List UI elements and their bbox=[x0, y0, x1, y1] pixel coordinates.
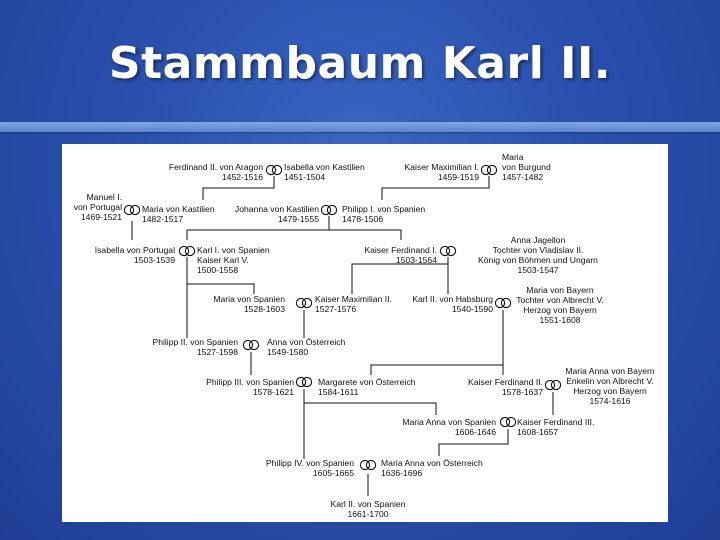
marriage-ring-philipp2-anna bbox=[242, 339, 260, 351]
person-johanna-kastilien: Johanna von Kastilien 1479-1555 bbox=[234, 204, 319, 224]
person-philipp-i: Philipp I. von Spanien 1478-1506 bbox=[342, 204, 426, 224]
marriage-ring-mariaanna-ferdinand3 bbox=[499, 416, 517, 428]
person-isabella-kastilien: Isabella von Kastilien 1451-1504 bbox=[284, 162, 365, 182]
person-anna-jagellon: Anna Jagellon Tochter von Vladislav II. … bbox=[478, 235, 598, 275]
marriage-ring-maximilian-maria bbox=[480, 164, 498, 176]
line-ferdinand1-children bbox=[351, 257, 449, 294]
person-manuel-i: Manuel I. von Portugal 1469-1521 bbox=[73, 192, 122, 222]
person-philipp-iv: Philipp IV. von Spanien 1605-1665 bbox=[265, 458, 354, 478]
marriage-ring-philipp3-margarete bbox=[295, 376, 313, 388]
person-philipp-iii: Philipp III. von Spanien 1578-1621 bbox=[206, 377, 294, 397]
person-anna-oesterreich: Anna von Österreich 1549-1580 bbox=[267, 337, 346, 357]
slide-title: Stammbaum Karl II. bbox=[108, 38, 612, 89]
marriage-ring-isabella-karl bbox=[178, 245, 196, 257]
person-margarete-oesterreich: Margarete von Österreich 1584-1611 bbox=[318, 377, 416, 397]
person-karl-ii-habsburg: Karl II. von Habsburg 1540-1590 bbox=[412, 294, 493, 314]
person-philipp-ii: Philipp II. von Spanien 1527-1598 bbox=[152, 337, 238, 357]
title-divider bbox=[0, 122, 720, 132]
person-maria-anna-oesterreich: Maria Anna von Österreich 1636-1696 bbox=[381, 458, 483, 478]
person-ferdinand-i: Kaiser Ferdinand I. 1503-1564 bbox=[364, 245, 437, 265]
marriage-ring-ferdinand-isabella bbox=[265, 164, 283, 176]
person-maria-anna-spanien: Maria Anna von Spanien 1606-1646 bbox=[402, 417, 496, 437]
person-isabella-portugal: Isabella von Portugal 1503-1539 bbox=[94, 245, 175, 265]
line-ferdinand-isabella-children bbox=[202, 176, 275, 200]
marriage-ring-ferdinand2-mariaanna bbox=[544, 379, 562, 391]
line-karl2habsburg-children bbox=[370, 310, 504, 375]
marriage-ring-manuel-maria bbox=[123, 204, 141, 216]
person-maria-anna-bayern: Maria Anna von Bayern Enkelin von Albrec… bbox=[565, 366, 655, 406]
line-johanna-philipp-children bbox=[186, 216, 402, 240]
marriage-ring-johanna-philipp bbox=[320, 204, 338, 216]
person-maria-burgund: Maria von Burgund 1457-1482 bbox=[502, 152, 551, 182]
marriage-ring-ferdinand1-anna bbox=[439, 245, 457, 257]
person-maria-bayern: Maria von Bayern Tochter von Albrecht V.… bbox=[516, 285, 604, 325]
person-karl-ii-spanien: Karl II. von Spanien 1661-1700 bbox=[330, 499, 406, 519]
marriage-ring-philipp4-mariaanna bbox=[359, 459, 377, 471]
person-ferdinand-iii: Kaiser Ferdinand III. 1608-1657 bbox=[517, 417, 595, 437]
person-maria-spanien: Maria von Spanien 1528-1603 bbox=[213, 294, 285, 314]
line-karl-children bbox=[186, 257, 255, 338]
person-maximilian-ii: Kaiser Maximilian II. 1527-1576 bbox=[315, 294, 392, 314]
person-karl-i: Karl I. von Spanien Kaiser Karl V. 1500-… bbox=[197, 245, 270, 275]
person-maximilian-i: Kaiser Maximilian I. 1459-1519 bbox=[404, 162, 480, 182]
person-maria-kastilien: Maria von Kastilien 1482-1517 bbox=[142, 204, 215, 224]
person-ferdinand-ii-kaiser: Kaiser Ferdinand II. 1578-1637 bbox=[468, 377, 543, 397]
family-tree-lines bbox=[123, 164, 562, 496]
person-ferdinand-ii-aragon: Ferdinand II. von Aragon 1452-1516 bbox=[168, 162, 263, 182]
marriage-ring-maria-maximilian2 bbox=[295, 297, 313, 309]
marriage-ring-karl2habsburg-maria bbox=[494, 297, 512, 309]
line-maximilian-maria-children bbox=[381, 176, 490, 200]
line-ferdinand3-child bbox=[438, 429, 509, 456]
family-tree-panel: Ferdinand II. von Aragon 1452-1516 Isabe… bbox=[62, 144, 668, 522]
line-philipp3-children bbox=[303, 389, 437, 459]
